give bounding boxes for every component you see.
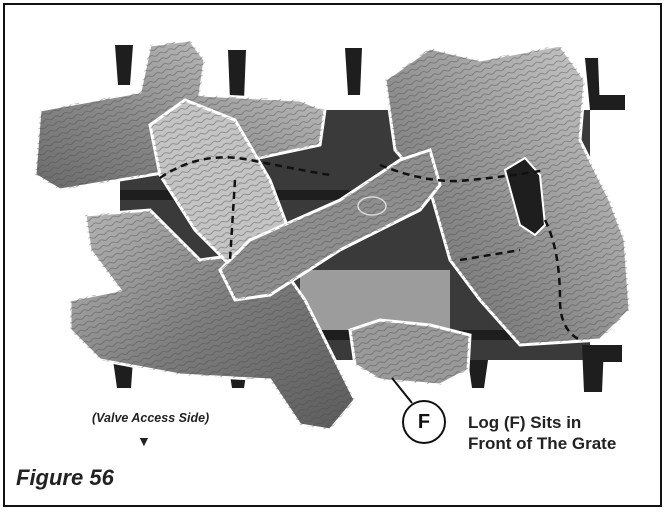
log-f (350, 320, 470, 385)
figure-caption: Figure 56 (16, 465, 114, 491)
callout-text: Log (F) Sits in Front of The Grate (468, 412, 616, 454)
callout-line-2: Front of The Grate (468, 433, 616, 454)
callout-letter-badge: F (402, 400, 446, 444)
arrow-down-icon: ▼ (137, 433, 151, 449)
valve-access-label: (Valve Access Side) (92, 411, 209, 425)
callout-line-1: Log (F) Sits in (468, 412, 616, 433)
